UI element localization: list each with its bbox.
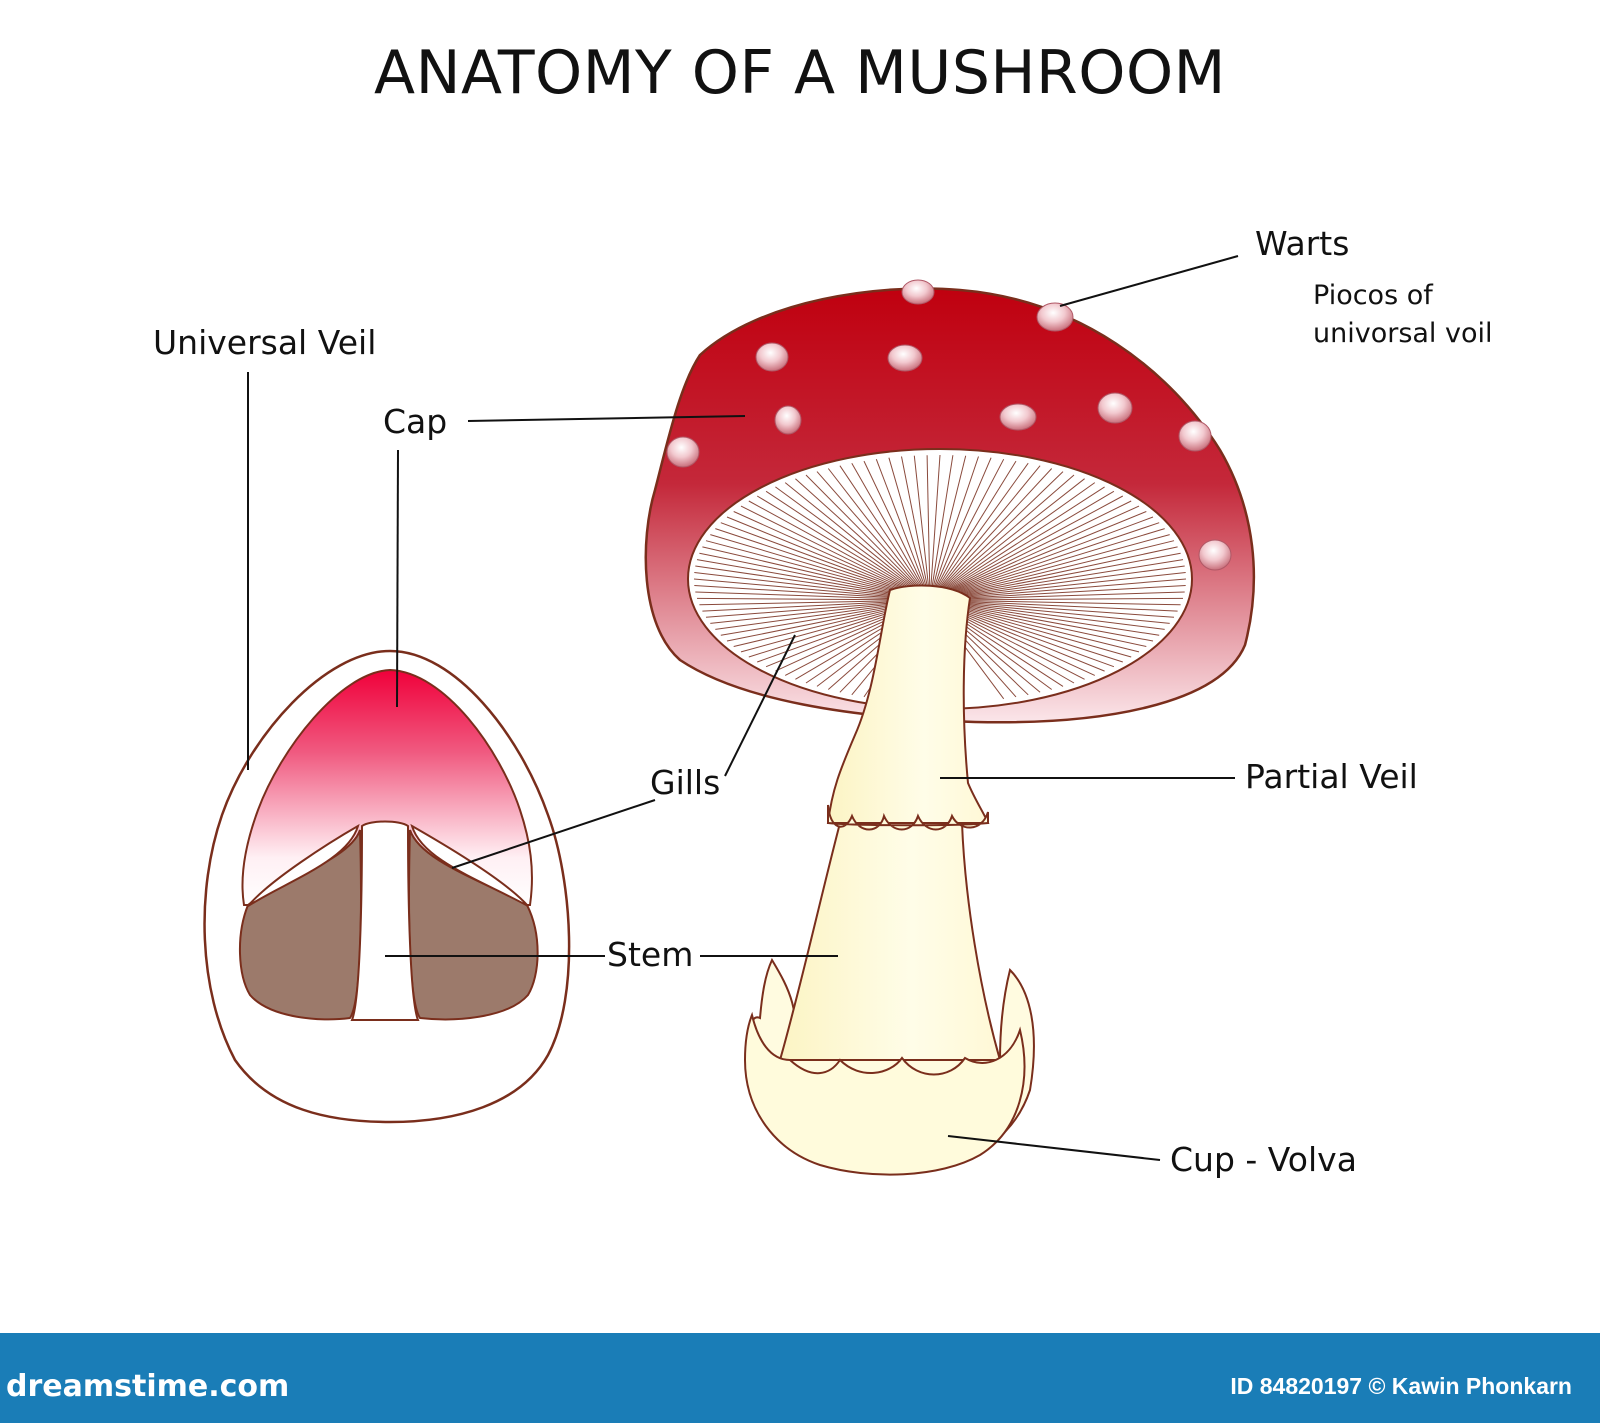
gill-line (805, 474, 931, 601)
label-gills: Gills (650, 763, 721, 802)
gill-line (929, 597, 1184, 601)
gill-line (756, 495, 931, 601)
gill-line (929, 540, 1175, 601)
gill-line (929, 465, 1041, 601)
button-gill-cavity-right (410, 823, 529, 907)
footer-credit: ID 84820197 © Kawin Phonkarn (1230, 1373, 1572, 1399)
gill-line (929, 486, 1105, 601)
label-universal-veil: Universal Veil (153, 323, 377, 362)
gill-line (913, 455, 931, 601)
partial-veil-ring (827, 804, 989, 831)
button-stem-gap (350, 820, 420, 1021)
gill-line (929, 528, 1165, 601)
gill-line (839, 465, 931, 601)
gill-line (929, 565, 1185, 601)
gill-line (929, 490, 1115, 601)
leader-gills-left (451, 799, 656, 869)
wart (999, 403, 1037, 431)
label-warts: Warts (1255, 224, 1350, 263)
gill-line (851, 462, 931, 601)
stem-upper (826, 584, 990, 824)
gill-line (726, 516, 931, 601)
gill-line (929, 522, 1160, 601)
gill-line (784, 482, 931, 601)
leader-gills-right (724, 634, 796, 777)
leader-warts (1059, 255, 1239, 307)
wart (1097, 392, 1133, 424)
gill-line (929, 455, 954, 601)
footer-bar: dreamstime.com ID 84820197 © Kawin Phonk… (0, 1333, 1600, 1423)
gill-line (929, 516, 1154, 601)
wart (1036, 302, 1074, 332)
label-partial-veil: Partial Veil (1245, 757, 1418, 796)
gill-line (888, 457, 931, 601)
gill-line (901, 456, 931, 601)
gill-line (875, 459, 931, 601)
gill-line (748, 500, 931, 601)
gill-line (929, 495, 1124, 601)
wart (1178, 420, 1212, 452)
gill-line (929, 599, 1181, 606)
label-cap: Cap (383, 402, 448, 441)
gill-line (929, 552, 1181, 601)
gill-line (929, 599, 1178, 612)
wart (901, 279, 935, 305)
gill-line (929, 591, 1185, 601)
leader-cap-left (396, 449, 399, 708)
gill-line (929, 454, 941, 601)
warts-group (666, 279, 1232, 571)
gill-line (929, 455, 967, 601)
button-gill-cavity-left (247, 823, 360, 907)
gill-line (733, 511, 931, 601)
wart (887, 344, 923, 372)
gill-line (929, 457, 992, 601)
gill-line (816, 471, 931, 601)
gill-line (795, 478, 931, 601)
label-warts-note: Piocos of univorsal voil (1313, 280, 1493, 349)
gill-line (929, 482, 1096, 601)
gill-line (929, 462, 1029, 601)
footer-site-logo[interactable]: dreamstime.com (6, 1369, 290, 1404)
gill-line (929, 585, 1186, 601)
gill-line (929, 468, 1053, 601)
gill-line (929, 500, 1132, 601)
gill-line (863, 460, 931, 601)
wart (755, 342, 789, 372)
gill-line (775, 486, 931, 601)
gill-line (827, 468, 931, 601)
wart (666, 436, 700, 468)
gill-line (740, 505, 931, 601)
leader-cap-right (467, 415, 746, 422)
gill-line (929, 478, 1085, 601)
gill-line (929, 458, 1005, 601)
gill-line (929, 471, 1064, 601)
gill-line (929, 505, 1140, 601)
gill-line (929, 456, 979, 601)
volva-front (743, 1011, 1026, 1176)
gill-line (765, 490, 931, 601)
wart (774, 405, 802, 435)
gill-line (929, 572, 1186, 601)
gill-line (929, 559, 1184, 601)
gill-line (929, 511, 1147, 601)
gill-line (929, 460, 1017, 601)
gill-line (929, 534, 1170, 601)
leader-cup-volva (947, 1135, 1161, 1161)
wart (1198, 539, 1232, 571)
diagram-title: ANATOMY OF A MUSHROOM (374, 38, 1226, 108)
gill-line (929, 578, 1187, 601)
gill-line (720, 522, 931, 601)
gill-line (929, 474, 1075, 601)
gill-line (926, 455, 931, 601)
gill-line (929, 599, 1175, 618)
label-stem: Stem (607, 935, 694, 974)
gill-line (929, 546, 1178, 601)
label-cup-volva: Cup - Volva (1170, 1140, 1357, 1179)
stem-lower (778, 822, 1002, 1061)
